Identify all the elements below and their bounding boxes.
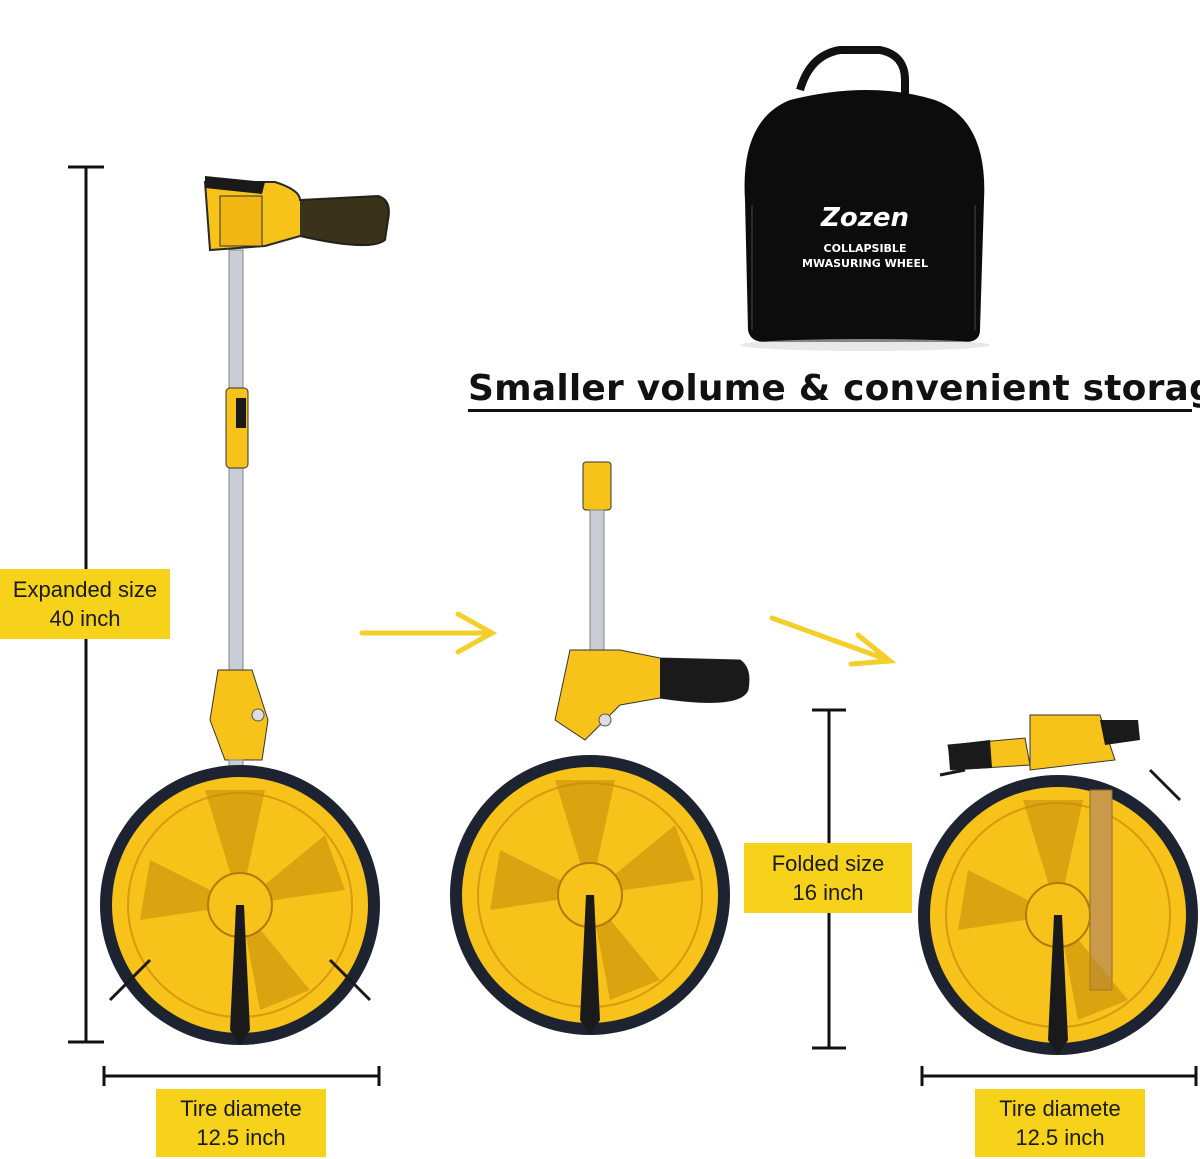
expanded-size-value: 40 inch xyxy=(49,606,121,631)
measuring-wheel-expanded xyxy=(100,176,390,1045)
folded-size-label: Folded size 16 inch xyxy=(744,843,912,913)
bag-text-line1: COLLAPSIBLE xyxy=(823,242,907,255)
tire-diameter-label-right: Tire diamete 12.5 inch xyxy=(975,1089,1145,1157)
arrow-right-icon xyxy=(359,611,498,655)
folded-size-text: Folded size xyxy=(771,851,885,876)
expanded-size-text: Expanded size xyxy=(12,577,158,602)
tire-diameter-label-left: Tire diamete 12.5 inch xyxy=(156,1089,326,1157)
measuring-wheel-folding xyxy=(450,461,750,1035)
expanded-size-label: Expanded size 40 inch xyxy=(0,569,170,639)
bag-brand: Zozen xyxy=(821,203,909,233)
folded-size-value: 16 inch xyxy=(792,880,864,905)
measuring-wheel-folded xyxy=(918,714,1198,1055)
tire-diameter-value-left: 12.5 inch xyxy=(196,1125,286,1150)
tire-diameter-text-right: Tire diamete xyxy=(999,1096,1121,1121)
headline-underline xyxy=(468,409,1192,412)
tire-diameter-text-left: Tire diamete xyxy=(180,1096,302,1121)
width-dimension-line-right xyxy=(920,1066,1198,1086)
arrow-down-right-icon xyxy=(769,615,897,667)
bag-text-line2: MWASURING WHEEL xyxy=(802,257,928,270)
tire-diameter-value-right: 12.5 inch xyxy=(1015,1125,1105,1150)
storage-backpack xyxy=(740,46,990,351)
width-dimension-line-left xyxy=(102,1066,381,1086)
storage-headline: Smaller volume & convenient storage. xyxy=(468,368,1200,409)
